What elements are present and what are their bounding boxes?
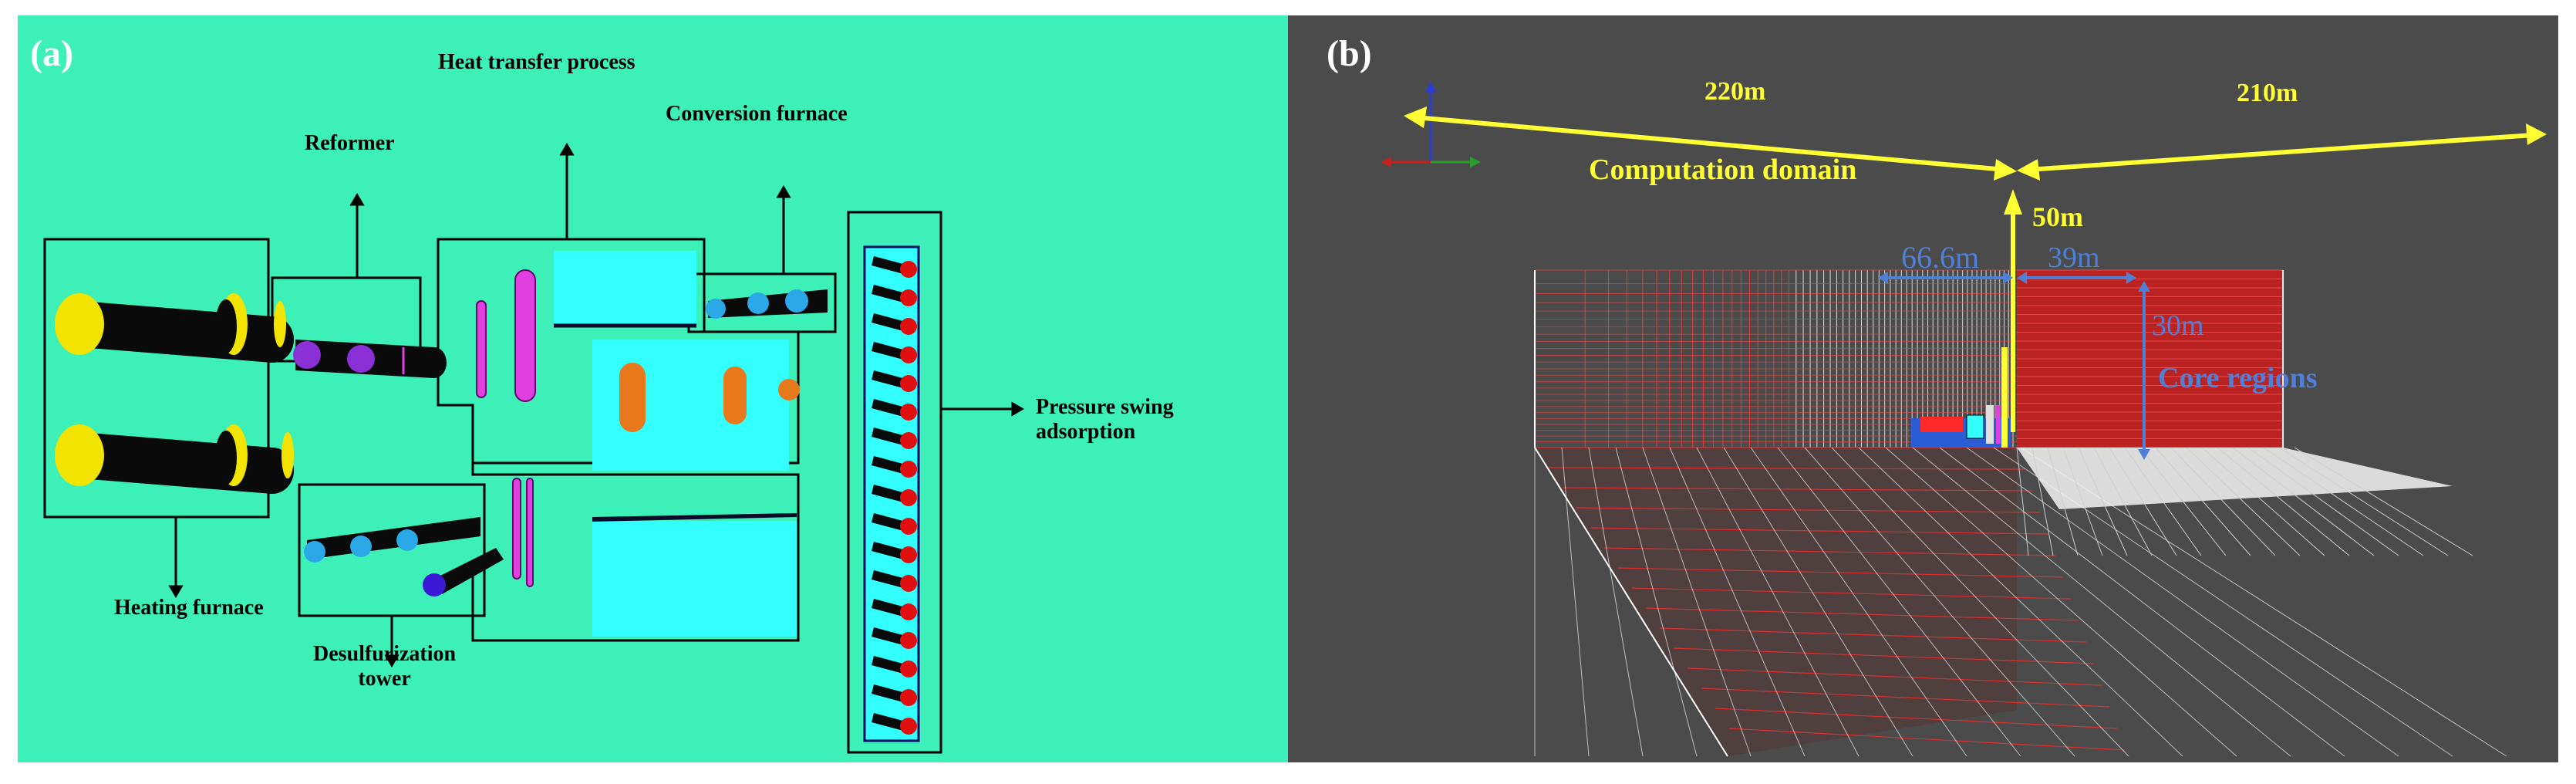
conversion-balls [706, 289, 828, 319]
dimension-arrows [1404, 106, 2547, 432]
mesh-domain-drawing [1381, 81, 2547, 757]
orange-vessels [619, 363, 800, 432]
label-heating-furnace: Heating furnace [114, 596, 264, 620]
panel-b-tag: (b) [1327, 33, 1372, 74]
label-210m: 210m [2237, 79, 2298, 107]
building-cluster [1911, 347, 2011, 448]
reformer-tubes [293, 340, 447, 378]
core-region-dimensions [1878, 272, 2150, 460]
panel-a-plant-model: (a) Heat transfer process Reformer Conve… [18, 15, 1288, 762]
desulfurization-tubes [304, 517, 504, 596]
label-pressure-swing-adsorption: Pressure swing adsorption [1036, 395, 1174, 444]
label-computation-domain: Computation domain [1589, 154, 1857, 186]
panel-b-computation-domain: (b) 220m 210m Computation domain 50m 66.… [1288, 15, 2558, 762]
label-heat-transfer: Heat transfer process [438, 50, 636, 74]
label-220m: 220m [1704, 77, 1766, 106]
label-core-regions: Core regions [2158, 362, 2318, 394]
psa-frame [847, 211, 942, 754]
heating-furnace-frame [43, 238, 270, 519]
label-reformer: Reformer [305, 131, 395, 155]
plant-model-drawing [43, 143, 1024, 754]
label-30m: 30m [2152, 309, 2204, 342]
panel-a-tag: (a) [30, 33, 73, 74]
magenta-vessels [476, 269, 536, 587]
heat-transfer-frame-upper [437, 238, 800, 465]
label-39m: 39m [2048, 242, 2100, 274]
label-50m: 50m [2032, 201, 2083, 232]
heat-transfer-frame-lower [471, 409, 800, 642]
label-66-6m: 66.6m [1901, 240, 1980, 275]
label-conversion-furnace: Conversion furnace [666, 102, 848, 126]
psa-column [863, 245, 920, 742]
label-desulfurization-tower: Desulfurization tower [313, 642, 457, 691]
axis-triad [1381, 81, 1481, 167]
heating-furnace-cylinders [55, 293, 294, 494]
